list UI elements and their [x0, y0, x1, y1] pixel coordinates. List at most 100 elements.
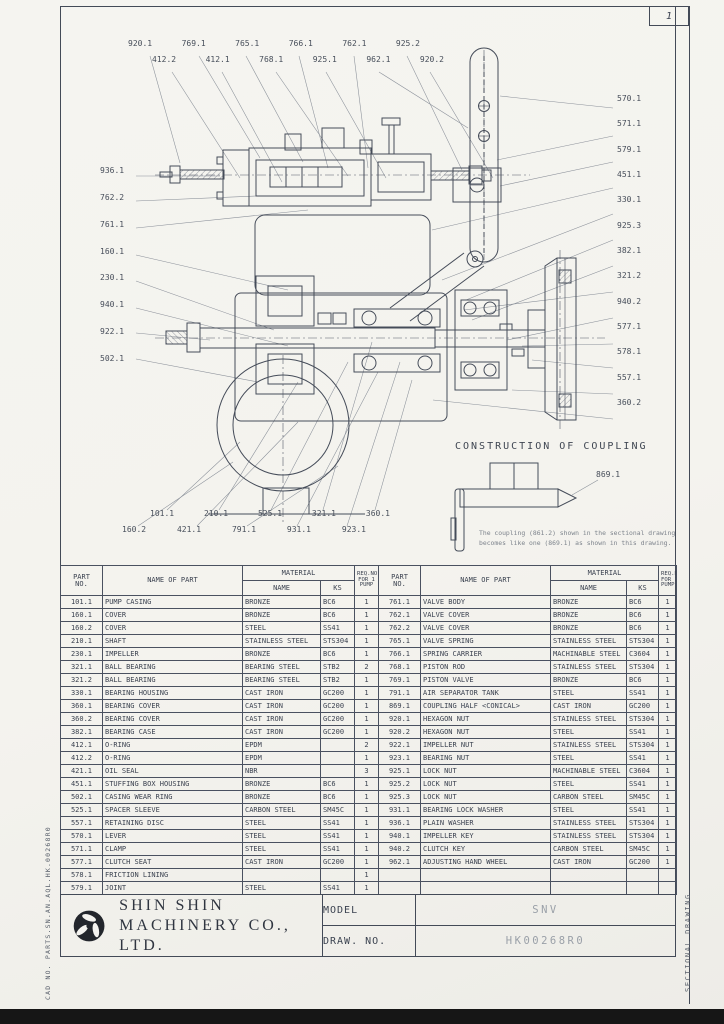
parts-table-cell: BRONZE — [550, 673, 627, 687]
coupling-section-title: CONSTRUCTION OF COUPLING — [455, 441, 648, 452]
parts-table-cell: STEEL — [550, 686, 627, 700]
part-callout: 923.1 — [341, 525, 366, 534]
parts-table-cell: GC200 — [320, 699, 355, 713]
parts-table-cell: 1 — [658, 855, 677, 869]
coupling-note-line1: The coupling (861.2) shown in the sectio… — [479, 529, 676, 537]
parts-table-cell: LOCK NUT — [420, 764, 551, 778]
header-material: MATERIAL — [550, 565, 659, 581]
part-callout: 421.1 — [176, 525, 202, 534]
parts-table-cell: BALL BEARING — [102, 660, 243, 674]
parts-table-cell: CLUTCH KEY — [420, 842, 551, 856]
drawing-sheet-frame — [60, 6, 676, 957]
parts-table-cell: CAST IRON — [242, 699, 321, 713]
right-margin-line — [689, 6, 690, 1004]
parts-table-cell — [378, 881, 421, 895]
parts-table-cell: 1 — [658, 777, 677, 791]
part-callout: 925.3 — [617, 220, 642, 230]
parts-table-cell: STAINLESS STEEL — [550, 712, 627, 726]
cad-number-vertical-text: CAD NO. PARTS.SN.AN.AQL.HK.00268R0 — [44, 826, 52, 1000]
parts-table-cell: VALVE SPRING — [420, 634, 551, 648]
part-callout: 321.1 — [311, 509, 336, 518]
parts-table-cell: SHAFT — [102, 634, 243, 648]
parts-table-cell: SS41 — [626, 686, 659, 700]
part-callout: 330.1 — [617, 195, 642, 205]
parts-table-cell — [320, 764, 355, 778]
part-callout: 791.1 — [231, 525, 257, 534]
model-value: SNV — [415, 894, 676, 926]
parts-table-cell: COVER — [102, 608, 243, 622]
parts-table-cell: NBR — [242, 764, 321, 778]
parts-table-cell: VALVE BODY — [420, 595, 551, 609]
parts-table-cell: 1 — [354, 855, 379, 869]
part-callout: 382.1 — [617, 245, 642, 255]
parts-table-cell: BC6 — [320, 777, 355, 791]
air-valve-assembly — [159, 117, 492, 207]
parts-table-cell — [550, 868, 627, 882]
parts-table-cell: 1 — [354, 725, 379, 739]
parts-table-cell: 230.1 — [60, 647, 103, 661]
pump-sectional-drawing — [135, 47, 614, 552]
parts-table-cell: HEXAGON NUT — [420, 725, 551, 739]
parts-table-cell: ADJUSTING HAND WHEEL — [420, 855, 551, 869]
sectional-drawing-vertical-text: SECTIONAL DRAWING — [684, 893, 692, 992]
parts-table-cell: 762.2 — [378, 621, 421, 635]
parts-table-cell: BC6 — [626, 595, 659, 609]
parts-table-cell — [378, 868, 421, 882]
parts-table-cell: PLAIN WASHER — [420, 816, 551, 830]
parts-table-cell: 101.1 — [60, 595, 103, 609]
parts-table-cell: 210.1 — [60, 634, 103, 648]
parts-table-cell: BEARING STEEL — [242, 673, 321, 687]
company-cell: SHIN SHIN MACHINERY CO., LTD. — [60, 894, 323, 957]
parts-table-cell: CLAMP — [102, 842, 243, 856]
header-name-of-part: NAME OF PART — [102, 565, 243, 596]
parts-table-cell: 931.1 — [378, 803, 421, 817]
parts-table-cell: FRICTION LINING — [102, 868, 243, 882]
parts-table-cell: 1 — [354, 790, 379, 804]
part-callout: 525.1 — [257, 509, 283, 518]
parts-table-cell: 1 — [658, 660, 677, 674]
parts-table-cell: SS41 — [626, 725, 659, 739]
parts-table-cell: BRONZE — [242, 790, 321, 804]
parts-table-cell: 869.1 — [378, 699, 421, 713]
parts-table-cell: 1 — [354, 647, 379, 661]
parts-table-cell: RETAINING DISC — [102, 816, 243, 830]
coupling-and-bearings — [434, 257, 577, 421]
parts-table-cell: 557.1 — [60, 816, 103, 830]
parts-table-cell: 451.1 — [60, 777, 103, 791]
parts-table-cell: 2 — [354, 660, 379, 674]
parts-table-cell: BC6 — [320, 608, 355, 622]
parts-table-cell: BEARING LOCK WASHER — [420, 803, 551, 817]
parts-table-cell: GC200 — [626, 855, 659, 869]
parts-table-cell: 762.1 — [378, 608, 421, 622]
parts-table-cell: COVER — [102, 621, 243, 635]
shin-shin-logo-icon — [73, 910, 105, 941]
parts-table-cell: SS41 — [320, 816, 355, 830]
parts-table-cell: 3 — [354, 764, 379, 778]
parts-table-cell: BC6 — [320, 595, 355, 609]
page-number-box: 1 — [649, 6, 689, 26]
parts-table-cell: 1 — [658, 712, 677, 726]
parts-table-cell: VALVE COVER — [420, 621, 551, 635]
parts-table-cell: GC200 — [320, 686, 355, 700]
